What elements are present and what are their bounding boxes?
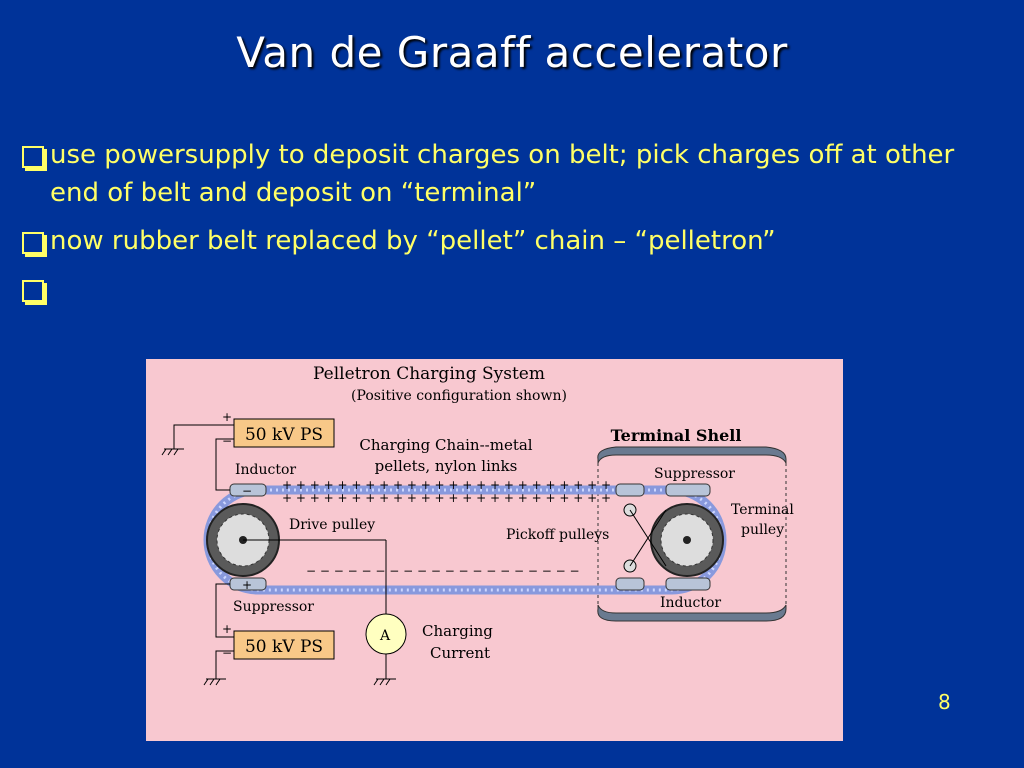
bullet-item: now rubber belt replaced by “pellet” cha… (12, 222, 1002, 260)
diagram-title: Pelletron Charging System (313, 364, 545, 384)
pickoff-pulleys-label: Pickoff pulleys (506, 527, 609, 543)
pickoff-pulleys (623, 503, 667, 573)
pelletron-diagram: Pelletron Charging System (Positive conf… (146, 359, 843, 741)
ground-wire-top (173, 424, 234, 449)
checkbox-bullet-icon (22, 146, 44, 168)
chain-charges: + + + + + + + + + + + + + + + + + + + + … (282, 478, 611, 578)
terminal-pulley-label-line1: Terminal (731, 502, 794, 518)
suppressor-left-label: Suppressor (233, 599, 314, 615)
electrode-minus: − (242, 484, 252, 498)
ps-top-minus: − (222, 434, 232, 448)
power-supply-bottom-label: 50 kV PS (245, 637, 323, 657)
suppressor-right-label: Suppressor (654, 466, 735, 482)
ps-bottom-minus: − (222, 646, 232, 660)
bullet-item: use powersupply to deposit charges on be… (12, 136, 1002, 212)
power-supply-bottom (233, 630, 335, 660)
bullet-text: use powersupply to deposit charges on be… (50, 140, 955, 208)
terminal-pulley (650, 503, 724, 577)
checkbox-bullet-icon (22, 280, 44, 302)
svg-text:+ + + + + + + + + + + + + + +: + + + + + + + + + + + + + + + + + + + + … (282, 478, 611, 492)
ammeter-symbol: A (379, 628, 391, 644)
terminal-shell-bottom (597, 604, 787, 622)
slide-title: Van de Graaff accelerator (236, 28, 788, 77)
ps-bottom-plus: + (222, 622, 232, 636)
charging-current-label-line2: Current (430, 644, 490, 662)
drive-pulley-label: Drive pulley (289, 517, 375, 533)
bullet-text: now rubber belt replaced by “pellet” cha… (50, 226, 776, 256)
inductor-right-label: Inductor (660, 595, 721, 611)
chain-label-line2: pellets, nylon links (375, 457, 518, 475)
svg-text:+ + + + + + + + + + + + + + +: + + + + + + + + + + + + + + + + + + + + … (282, 491, 611, 505)
electrode-plus: + (242, 578, 252, 592)
terminal-pulley-label-line2: pulley (741, 522, 784, 538)
chain-label-line1: Charging Chain--metal (359, 436, 532, 454)
wire-to-suppressor (215, 583, 234, 638)
bullet-list: use powersupply to deposit charges on be… (12, 136, 1002, 302)
checkbox-bullet-icon (22, 232, 44, 254)
svg-text:− − − − − − − − − − − − − − −: − − − − − − − − − − − − − − − − − − − − (306, 564, 580, 578)
ground-wire-bottom (215, 650, 234, 679)
ground-symbol-top (161, 448, 184, 456)
terminal-shell-label: Terminal Shell (611, 426, 742, 445)
wire-to-inductor (215, 438, 234, 491)
electrodes (229, 483, 711, 591)
power-supply-top-label: 50 kV PS (245, 425, 323, 445)
page-number: 8 (938, 690, 951, 714)
diagram-subtitle: (Positive configuration shown) (351, 388, 567, 404)
ground-symbol-bottom (203, 678, 226, 686)
charging-current-label-line1: Charging (422, 622, 493, 640)
ps-top-plus: + (222, 410, 232, 424)
inductor-left-label: Inductor (235, 462, 296, 478)
ground-symbol-ammeter (373, 678, 396, 686)
power-supply-top (233, 418, 335, 448)
